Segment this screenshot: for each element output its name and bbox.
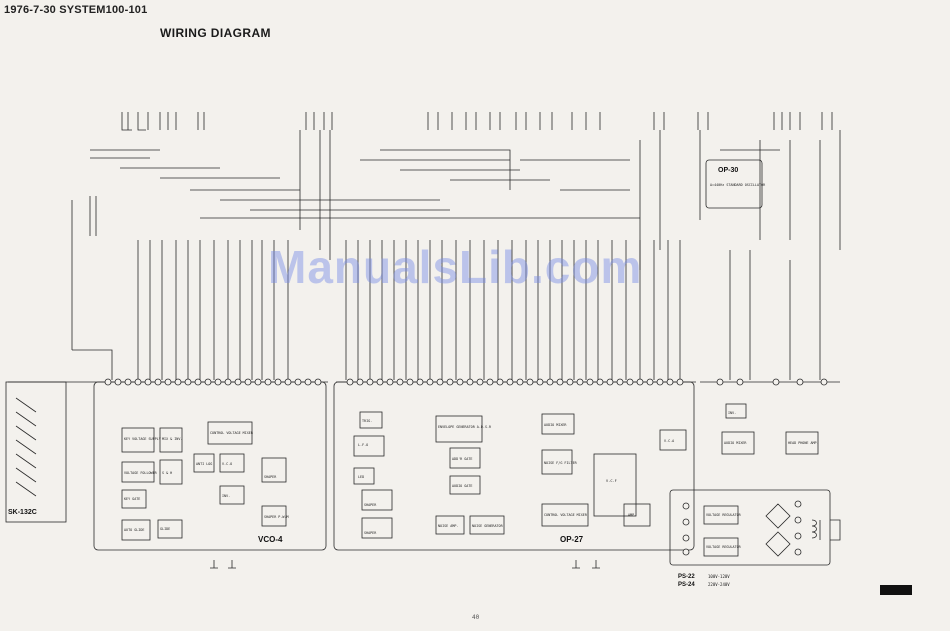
sk-module-outline	[5, 381, 67, 523]
top-jacks	[121, 112, 833, 131]
block-shaper-pwm: SHAPER P.W.M	[264, 515, 289, 519]
block-s-h: S & H	[162, 471, 172, 475]
header-date-system: 1976-7-30 SYSTEM100-101	[4, 4, 148, 16]
block-audio-mixer: AUDIO MIXER	[544, 423, 567, 427]
ps-note-2: 220V-240V	[708, 582, 730, 587]
block-noise-filter: NOISE F/G FILTER	[544, 461, 578, 465]
block-led: LED	[358, 475, 364, 479]
block-op30-osc: A=440Hz STANDARD OSCILLATOR	[710, 183, 766, 187]
block-audio-mixer2: AUDIO MIXER	[724, 441, 747, 445]
block-inv: INV.	[222, 494, 230, 498]
vco-module-outline	[93, 381, 327, 551]
block-key-voltage: KEY VOLTAGE SUPPLY	[124, 437, 161, 441]
block-vreg2: VOLTAGE REGULATOR	[706, 545, 742, 549]
block-vca: V.C.A	[664, 439, 674, 443]
block-cv-mixer2: CONTROL VOLTAGE MIXER	[544, 513, 588, 517]
block-vcf: V.C.F	[606, 479, 617, 483]
block-shaper2: SHAPER	[364, 531, 377, 535]
upper-bus	[71, 130, 841, 380]
block-env-gen: ENVELOPE GENERATOR A.D.S.R	[438, 425, 492, 429]
block-adder-gate: ADD'R GATE	[452, 457, 472, 461]
corner-tab	[880, 585, 912, 595]
block-glide: GLIDE	[160, 527, 170, 531]
block-key-gate: KEY GATE	[124, 497, 140, 501]
op30-label: OP-30	[718, 167, 738, 174]
diagram-lines	[5, 112, 841, 569]
op-label: OP-27	[560, 535, 584, 544]
ps-label-1: PS-22	[678, 574, 695, 580]
block-lfo: L.F.O	[358, 443, 368, 447]
block-trig: TRIG.	[362, 419, 372, 423]
diagram-labels: SK-132C VCO-4 OP-27 OP-30 PS-22 PS-24 10…	[8, 167, 819, 588]
op-module-outline	[333, 381, 695, 551]
terminals	[104, 378, 828, 556]
block-auto-glide: AUTO GLIDE	[124, 528, 144, 532]
page-title: WIRING DIAGRAM	[160, 26, 271, 40]
block-shaper1: SHAPER	[364, 503, 377, 507]
ps-note-1: 100V-120V	[708, 574, 730, 579]
sk-label: SK-132C	[8, 509, 37, 516]
op30-module-outline	[705, 159, 763, 209]
block-vreg1: VOLTAGE REGULATOR	[706, 513, 742, 517]
vco-label: VCO-4	[258, 535, 283, 544]
block-noise-gen: NOISE GENERATOR	[472, 524, 504, 528]
block-anti-log: ANTI LOG	[196, 462, 212, 466]
watermark: ManualsLib.com	[268, 241, 643, 293]
page-number: 40	[472, 614, 480, 621]
fader-columns	[137, 240, 821, 380]
block-cv-mixer: CONTROL VOLTAGE MIXER	[210, 431, 254, 435]
block-noise-amp: NOISE AMP.	[438, 524, 458, 528]
block-voltage-follower: VOLTAGE FOLLOWER	[124, 471, 158, 475]
block-mix-inv: MIX & INV.	[162, 437, 182, 441]
block-shaper-vco: SHAPER	[264, 475, 277, 479]
block-head-phone: HEAD PHONE AMP.	[788, 441, 819, 445]
ps-module-outline	[669, 489, 831, 566]
ps-label-2: PS-24	[678, 582, 695, 588]
block-inv2: INV.	[728, 411, 736, 415]
block-audio-gate: AUDIO GATE	[452, 484, 472, 488]
block-vco: V.C.O	[222, 462, 232, 466]
block-amp: AMP.	[628, 513, 636, 517]
